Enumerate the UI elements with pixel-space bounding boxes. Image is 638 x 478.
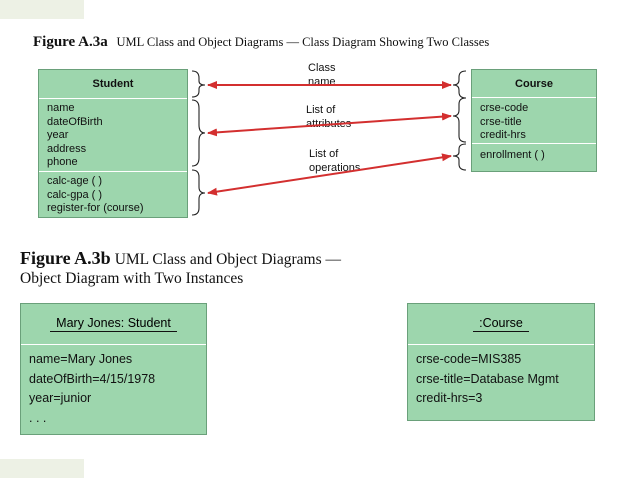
student-attribute: dateOfBirth <box>47 115 103 128</box>
course-attribute: crse-title <box>480 115 522 128</box>
object-student-values: name=Mary Jones dateOfBirth=4/15/1978 ye… <box>21 345 206 433</box>
object-course-value: crse-code=MIS385 <box>416 352 522 366</box>
corner-decoration-top <box>0 0 84 19</box>
object-student-value: name=Mary Jones <box>29 352 133 366</box>
course-class-box: Course crse-code crse-title credit-hrs e… <box>471 69 597 172</box>
student-class-name: Student <box>39 70 187 99</box>
student-attributes: name dateOfBirth year address phone <box>39 99 187 172</box>
course-attributes: crse-code crse-title credit-hrs <box>472 98 596 144</box>
arrow-operations <box>207 153 452 196</box>
brace-student-operations <box>191 169 206 216</box>
figure-a-title: Figure A.3a UML Class and Object Diagram… <box>33 34 489 51</box>
student-class-box: Student name dateOfBirth year address ph… <box>38 69 188 218</box>
object-student-ellipsis: . . . <box>29 410 47 425</box>
course-operation: enrollment ( ) <box>480 149 545 161</box>
corner-decoration-bottom <box>0 459 84 478</box>
object-course-name: :Course <box>473 316 529 332</box>
course-class-name: Course <box>472 70 596 98</box>
brace-course-operations <box>452 143 467 171</box>
object-student-value: dateOfBirth=4/15/1978 <box>29 371 156 386</box>
arrow-attributes <box>207 112 452 137</box>
student-operation: calc-age ( ) <box>47 175 103 187</box>
student-attribute: year <box>47 129 69 141</box>
object-course-box: :Course crse-code=MIS385 crse-title=Data… <box>407 303 595 421</box>
brace-student-attributes <box>191 99 206 167</box>
brace-course-name <box>452 70 467 99</box>
student-operations: calc-age ( ) calc-gpa ( ) register-for (… <box>39 172 187 217</box>
student-attribute: phone <box>47 156 78 168</box>
course-operations: enrollment ( ) <box>472 144 596 171</box>
object-course-value: crse-title=Database Mgmt <box>416 371 559 386</box>
object-course-values: crse-code=MIS385 crse-title=Database Mgm… <box>408 345 594 414</box>
student-operation: register-for (course) <box>47 202 144 214</box>
brace-student-name <box>191 70 206 98</box>
object-student-name: Mary Jones: Student <box>50 316 177 332</box>
course-attribute: crse-code <box>480 102 529 114</box>
callout-class-name-line1: Class <box>308 62 336 74</box>
student-attribute: address <box>47 142 87 155</box>
brace-course-attributes <box>452 97 467 143</box>
student-operation: calc-gpa ( ) <box>47 188 103 201</box>
figure-a-number: Figure A.3a <box>33 34 108 50</box>
figure-a-caption: UML Class and Object Diagrams — Class Di… <box>116 35 490 49</box>
figure-b-number: Figure A.3b <box>20 248 111 268</box>
course-attribute: credit-hrs <box>480 129 526 141</box>
figure-b-caption-line1: UML Class and Object Diagrams — <box>114 251 341 268</box>
figure-b-caption-line2: Object Diagram with Two Instances <box>20 270 244 287</box>
object-student-value: year=junior <box>29 391 92 405</box>
object-course-header: :Course <box>408 304 594 345</box>
student-attribute: name <box>47 102 75 114</box>
object-student-header: Mary Jones: Student <box>21 304 206 345</box>
object-course-value: credit-hrs=3 <box>416 391 483 405</box>
object-student-box: Mary Jones: Student name=Mary Jones date… <box>20 303 207 435</box>
